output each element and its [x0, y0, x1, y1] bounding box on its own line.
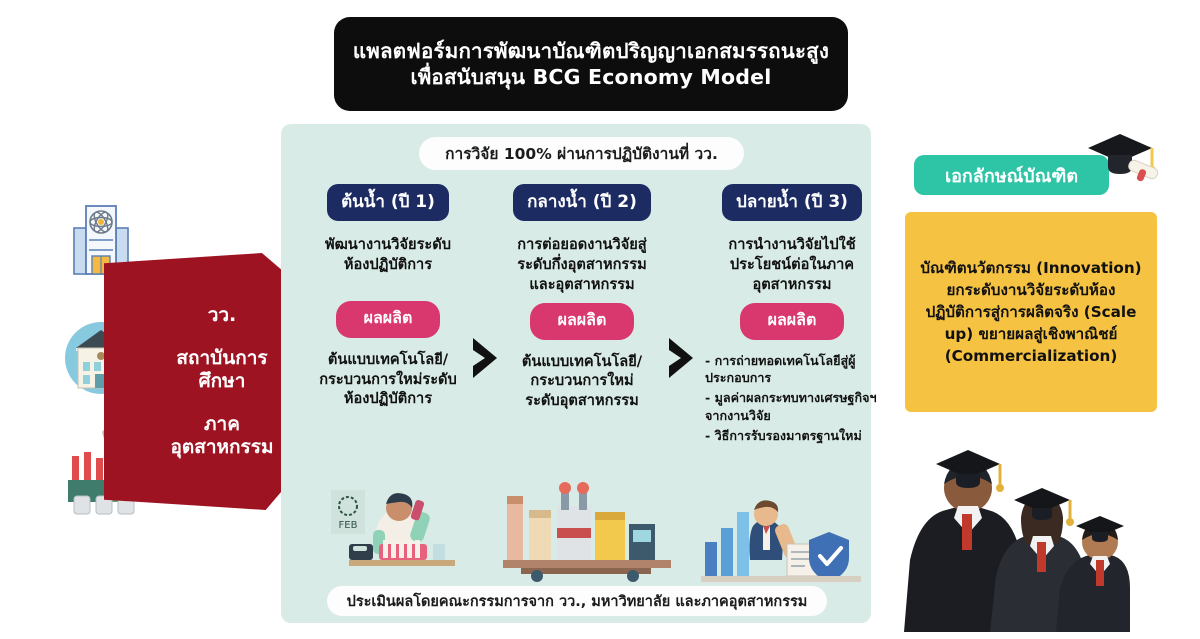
output-pill-2[interactable]: ผลผลิต: [529, 302, 635, 340]
stage-output-1: ต้นแบบเทคโนโลยี/ กระบวนการใหม่ระดับ ห้อง…: [299, 350, 477, 410]
output-pill-3[interactable]: ผลผลิต: [739, 302, 845, 340]
stakeholder-label-tistr: วว.: [207, 303, 237, 326]
graduation-cap-diploma-icon: [1078, 128, 1162, 190]
stage-output-2-line1: ต้นแบบเทคโนโลยี/: [521, 352, 643, 370]
page-title-line-2: เพื่อสนับสนุน BCG Economy Model: [410, 65, 772, 89]
stage-description-1-line2: ห้องปฏิบัติการ: [343, 255, 433, 273]
stage-output-2-line3: ระดับอุตสาหกรรม: [525, 392, 639, 410]
stage-pill-wrap-3: ปลายน้ำ (ปี 3): [703, 184, 881, 221]
page-title: แพลตฟอร์มการพัฒนาบัณฑิตปริญญาเอกสมรรถนะส…: [334, 17, 848, 111]
stakeholder-label-industry-line2: อุตสาหกรรม: [170, 436, 274, 459]
panel-banner: การวิจัย 100% ผ่านการปฏิบัติงานที่ วว.: [419, 137, 744, 170]
output-pill-wrap-2: ผลผลิต: [493, 302, 671, 340]
stage-pill-midstream[interactable]: กลางน้ำ (ปี 2): [513, 184, 651, 221]
graduate-identity-text: บัณฑิตนวัตกรรม (Innovation) ยกระดับงานวิ…: [920, 257, 1141, 368]
stage-output-3-bullet1: - การถ่ายทอดเทคโนโลยีสู่ผู้ประกอบการ: [705, 352, 856, 386]
stage-output-3-bullet3: - วิธีการรับรองมาตรฐานใหม่: [705, 428, 862, 444]
stage-description-3-line3: อุตสาหกรรม: [752, 275, 832, 293]
stage-column-upstream: ต้นน้ำ (ปี 1) พัฒนางานวิจัยระดับ ห้องปฏิ…: [299, 184, 477, 409]
stage-description-2-line2: ระดับกึ่งอุตสาหกรรม: [517, 255, 647, 273]
graduate-identity-line-1: บัณฑิตนวัตกรรม (Innovation): [920, 258, 1142, 277]
stage-output-3-bullet2: - มูลค่าผลกระทบทางเศรษฐกิจฯ จากงานวิจัย: [705, 390, 877, 424]
stage-description-1: พัฒนางานวิจัยระดับ ห้องปฏิบัติการ: [299, 235, 477, 275]
stage-description-3-line2: ประโยชน์ต่อในภาค: [729, 255, 855, 273]
stage-pill-downstream[interactable]: ปลายน้ำ (ปี 3): [722, 184, 862, 221]
stage-output-3: - การถ่ายทอดเทคโนโลยีสู่ผู้ประกอบการ - ม…: [703, 352, 881, 445]
stage-description-1-line1: พัฒนางานวิจัยระดับ: [325, 236, 451, 253]
stakeholders-red-shape: [104, 253, 292, 510]
panel-footer: ประเมินผลโดยคณะกรรมการจาก วว., มหาวิทยาล…: [327, 586, 827, 616]
stage-output-2-line2: กระบวนการใหม่: [530, 372, 634, 390]
graduate-identity-badge[interactable]: เอกลักษณ์บัณฑิต: [914, 155, 1109, 195]
graduate-identity-box: บัณฑิตนวัตกรรม (Innovation) ยกระดับงานวิ…: [905, 212, 1157, 412]
stage-description-2-line1: การต่อยอดงานวิจัยสู่: [517, 236, 647, 253]
stage-description-2-line3: และอุตสาหกรรม: [529, 275, 635, 293]
stage-column-midstream: กลางน้ำ (ปี 2) การต่อยอดงานวิจัยสู่ ระดั…: [493, 184, 671, 411]
graduate-identity-line-4: up) ขยายผลสู่เชิงพาณิชย์: [944, 325, 1118, 344]
stage-pill-wrap-1: ต้นน้ำ (ปี 1): [299, 184, 477, 221]
businessman-growth-illustration: [701, 480, 861, 590]
stage-description-3: การนำงานวิจัยไปใช้ ประโยชน์ต่อในภาค อุตส…: [703, 235, 881, 295]
research-pipeline-panel: การวิจัย 100% ผ่านการปฏิบัติงานที่ วว. ต…: [281, 124, 877, 623]
stakeholder-label-education: สถาบันการ ศึกษา: [176, 347, 267, 393]
output-pill-wrap-1: ผลผลิต: [299, 300, 477, 338]
stage-output-1-line2: กระบวนการใหม่ระดับ: [319, 370, 457, 388]
chevron-right-icon: [471, 336, 501, 380]
page-title-line-1: แพลตฟอร์มการพัฒนาบัณฑิตปริญญาเอกสมรรถนะส…: [352, 38, 830, 63]
stakeholder-label-education-line1: สถาบันการ: [176, 346, 268, 369]
stakeholder-label-industry: ภาค อุตสาหกรรม: [171, 413, 274, 459]
output-pill-wrap-3: ผลผลิต: [703, 302, 881, 340]
output-pill-1[interactable]: ผลผลิต: [335, 300, 441, 338]
stage-pill-upstream[interactable]: ต้นน้ำ (ปี 1): [327, 184, 449, 221]
stakeholder-label-education-line2: ศึกษา: [198, 369, 246, 392]
stage-output-2: ต้นแบบเทคโนโลยี/ กระบวนการใหม่ ระดับอุตส…: [493, 352, 671, 412]
graduate-identity-line-2: ยกระดับงานวิจัยระดับห้อง: [946, 280, 1116, 299]
stakeholder-label-industry-line1: ภาค: [204, 413, 240, 436]
stage-output-1-line3: ห้องปฏิบัติการ: [343, 390, 433, 408]
graduate-identity-line-3: ปฏิบัติการสู่การผลิตจริง (Scale: [925, 302, 1137, 321]
stage-output-1-line1: ต้นแบบเทคโนโลยี/: [327, 350, 449, 368]
stakeholders-labels: วว. สถาบันการ ศึกษา ภาค อุตสาหกรรม: [104, 253, 292, 510]
graduate-identity-line-5: (Commercialization): [944, 347, 1118, 366]
lab-scientist-illustration: FEB: [309, 482, 495, 590]
chevron-right-icon: [667, 336, 697, 380]
stage-pill-wrap-2: กลางน้ำ (ปี 2): [493, 184, 671, 221]
svg-text:FEB: FEB: [339, 520, 358, 531]
stage-column-downstream: ปลายน้ำ (ปี 3) การนำงานวิจัยไปใช้ ประโยช…: [703, 184, 881, 447]
stage-description-3-line1: การนำงานวิจัยไปใช้: [728, 236, 856, 253]
graduates-photo-illustration: [900, 410, 1130, 632]
stage-description-2: การต่อยอดงานวิจัยสู่ ระดับกึ่งอุตสาหกรรม…: [493, 235, 671, 295]
factory-machine-illustration: [503, 472, 671, 590]
